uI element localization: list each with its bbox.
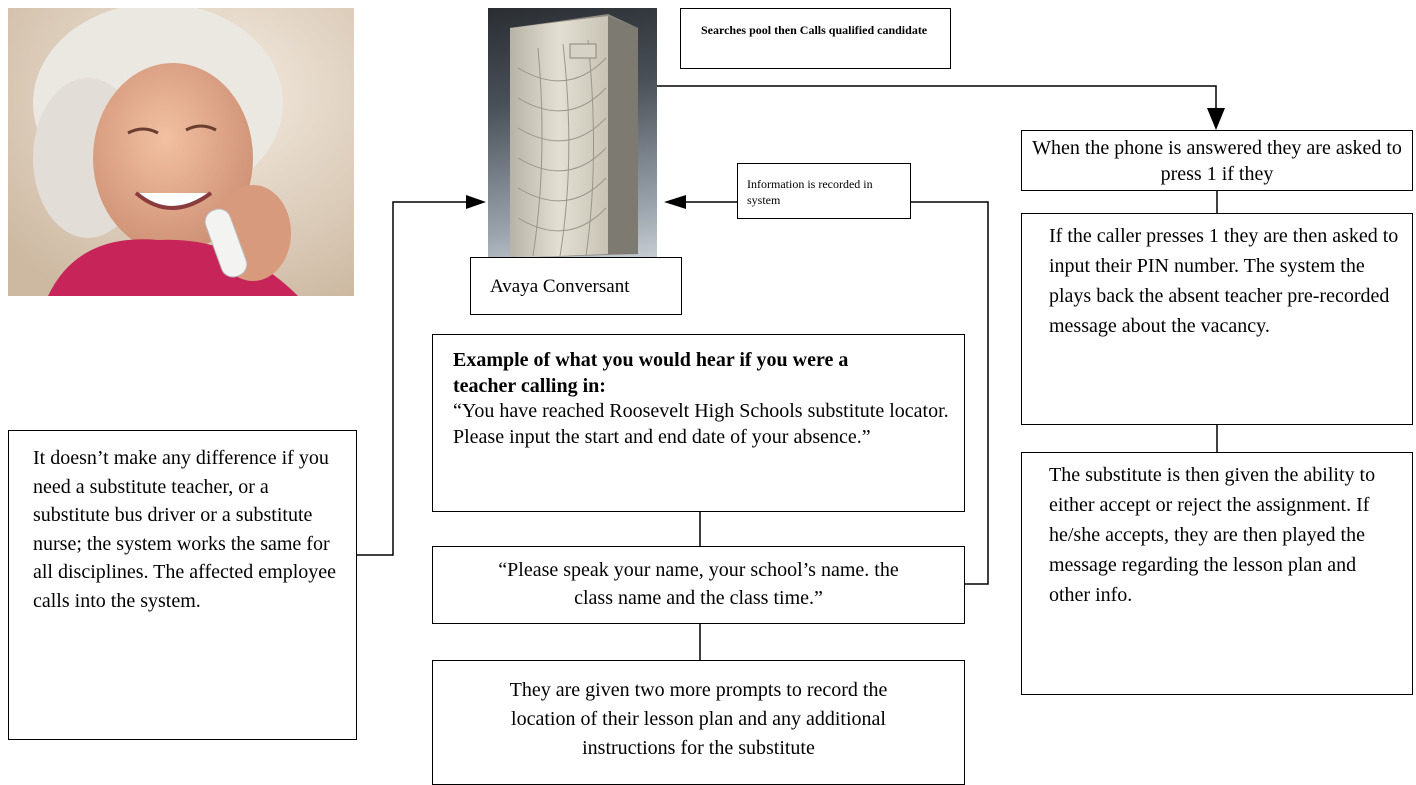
speak-box: “Please speak your name, your school’s n…	[432, 546, 965, 624]
example-heading: Example of what you would hear if you we…	[453, 349, 849, 397]
woman-on-phone-photo	[8, 8, 354, 296]
accept-text: The substitute is then given the ability…	[1049, 464, 1376, 606]
server-label: Avaya Conversant	[490, 275, 630, 297]
pin-text: If the caller presses 1 they are then as…	[1049, 225, 1399, 337]
searches-box: Searches pool then Calls qualified candi…	[680, 8, 951, 69]
server-tower-icon	[488, 8, 657, 261]
answered-box: When the phone is answered they are aske…	[1021, 130, 1413, 191]
arrow-employee-to-server	[357, 201, 480, 556]
connector-speak-to-recorded	[910, 201, 989, 585]
accept-box: The substitute is then given the ability…	[1021, 452, 1413, 695]
employee-text: It doesn’t make any difference if you ne…	[33, 447, 337, 612]
recorded-text: Information is recorded in system	[747, 177, 873, 207]
pin-box: If the caller presses 1 they are then as…	[1021, 213, 1413, 425]
example-box: Example of what you would hear if you we…	[432, 334, 965, 512]
speak-text: “Please speak your name, your school’s n…	[498, 559, 899, 609]
prompts-box: They are given two more prompts to recor…	[432, 660, 965, 785]
recorded-box: Information is recorded in system	[737, 163, 911, 219]
searches-text: Searches pool then Calls qualified candi…	[701, 23, 928, 37]
example-body: “You have reached Roosevelt High Schools…	[453, 400, 949, 448]
arrow-server-to-answered	[657, 85, 1217, 114]
server-label-box: Avaya Conversant	[470, 257, 682, 315]
employee-box: It doesn’t make any difference if you ne…	[8, 430, 357, 740]
prompts-text: They are given two more prompts to recor…	[509, 679, 888, 759]
answered-text: When the phone is answered they are aske…	[1032, 137, 1402, 185]
